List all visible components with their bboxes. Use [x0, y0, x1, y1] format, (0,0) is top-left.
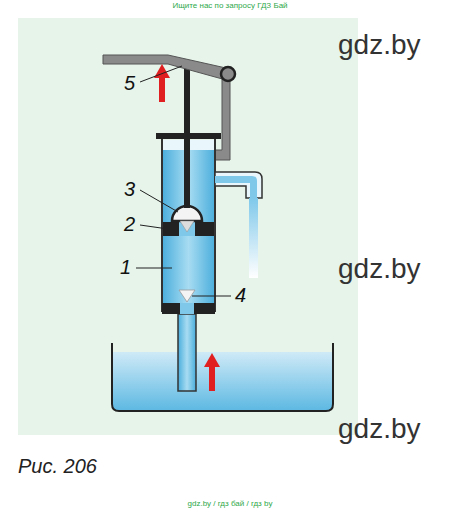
leader-lines — [136, 66, 231, 296]
suction-pipe — [178, 314, 196, 391]
background-panel — [18, 18, 358, 435]
handle-support — [215, 78, 230, 160]
callout-number: 5 — [124, 72, 135, 94]
figure-caption: Рис. 206 — [18, 455, 97, 477]
pump-handle — [103, 55, 235, 81]
watermark: gdz.by / гдз бай / гдз by — [188, 500, 273, 509]
watermark: gdz.by — [338, 254, 421, 285]
spout — [215, 172, 262, 278]
callout-number: 3 — [124, 178, 135, 200]
piston-rod — [184, 60, 190, 208]
watermark: Ищите нас по запросу ГДЗ Бай — [172, 2, 287, 11]
watermark: gdz.by — [338, 414, 421, 445]
motion-arrows — [154, 64, 220, 391]
callout-number: 1 — [120, 256, 131, 278]
water-basin — [112, 343, 333, 411]
watermark: gdz.by — [338, 30, 421, 61]
callout-number: 2 — [124, 213, 135, 235]
outlet-valve — [172, 206, 202, 221]
piston — [163, 206, 214, 236]
callout-number: 4 — [235, 284, 246, 306]
inlet-valve — [162, 290, 215, 314]
